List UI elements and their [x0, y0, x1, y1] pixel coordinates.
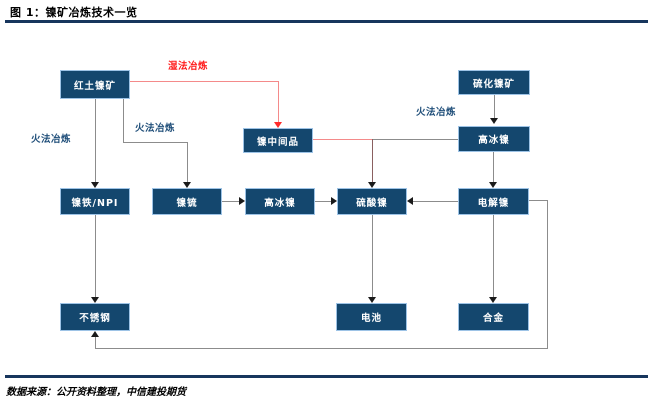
node-nickel-matte: 镍锍 — [152, 188, 222, 215]
node-nickel-sulfide-ore: 硫化镍矿 — [458, 70, 530, 95]
edge-highmatte-to-junction — [372, 139, 458, 140]
arrowhead-into-stainless-top — [91, 297, 99, 303]
edge-electrolytic-to-stainless-h2 — [95, 348, 548, 349]
arrowhead-into-sulfate-left — [331, 197, 337, 205]
edge-laterite-to-matte-h — [123, 142, 188, 143]
footer-rule — [5, 375, 648, 378]
arrowhead-into-stainless-bottom — [91, 331, 99, 337]
edge-laterite-to-matte-v2 — [187, 142, 188, 182]
node-high-matte-nickel-mid: 高冰镍 — [245, 188, 315, 215]
header-rule — [5, 20, 648, 23]
node-battery: 电池 — [336, 303, 407, 331]
edge-laterite-to-matte-v1 — [123, 99, 124, 142]
edge-sulfate-to-battery — [372, 214, 373, 297]
arrowhead-into-matte — [183, 182, 191, 188]
edge-electrolytic-to-stainless-v1 — [547, 200, 548, 348]
edge-intermediate-to-junction — [313, 139, 372, 140]
edge-electrolytic-to-stainless-h1 — [529, 200, 547, 201]
edge-electrolytic-to-sulfate — [413, 201, 458, 202]
node-alloy: 合金 — [458, 303, 529, 331]
figure-title: 图 1：镍矿冶炼技术一览 — [10, 6, 138, 19]
edge-electrolytic-to-stainless-v2 — [95, 337, 96, 348]
node-nickel-intermediate: 镍中间品 — [243, 128, 313, 153]
arrowhead-into-npi — [91, 182, 99, 188]
edge-junction-to-sulfate — [372, 139, 373, 182]
arrowhead-into-electrolytic — [489, 182, 497, 188]
edge-highmatte-mid-to-sulfate — [315, 201, 331, 202]
arrowhead-into-battery — [368, 297, 376, 303]
edge-label-pyro-smelting-right: 火法冶炼 — [416, 107, 457, 118]
arrowhead-into-intermediate — [274, 122, 282, 128]
edge-sulfide-to-highmatte — [494, 95, 495, 118]
node-high-matte-nickel-right: 高冰镍 — [458, 126, 530, 152]
edge-laterite-to-npi — [95, 99, 96, 184]
edge-label-pyro-smelting-mid: 火法冶炼 — [135, 123, 176, 134]
arrowhead-into-sulfate-top — [368, 182, 376, 188]
edge-matte-to-highmatte-mid — [222, 201, 239, 202]
edge-laterite-to-intermediate-v — [278, 81, 279, 122]
edge-label-pyro-smelting-left: 火法冶炼 — [31, 134, 72, 145]
arrowhead-into-highmatte — [490, 118, 498, 124]
edge-highmatte-to-electrolytic — [493, 152, 494, 182]
edge-npi-to-stainless — [95, 214, 96, 297]
arrowhead-into-alloy — [489, 297, 497, 303]
arrowhead-into-sulfate-right — [407, 197, 413, 205]
data-source-note: 数据来源：公开资料整理，中信建投期货 — [6, 387, 186, 398]
node-nickel-sulfate: 硫酸镍 — [337, 188, 407, 215]
node-laterite-nickel-ore: 红土镍矿 — [60, 70, 130, 99]
node-electrolytic-nickel: 电解镍 — [458, 188, 529, 215]
edge-electrolytic-to-alloy — [493, 214, 494, 297]
node-stainless-steel: 不锈钢 — [60, 303, 130, 331]
arrowhead-into-highmatte-mid — [239, 197, 245, 205]
node-nickel-iron-npi: 镍铁/NPI — [60, 188, 130, 215]
edge-label-wet-smelting: 湿法冶炼 — [168, 61, 209, 72]
edge-laterite-to-intermediate-h — [130, 81, 279, 82]
